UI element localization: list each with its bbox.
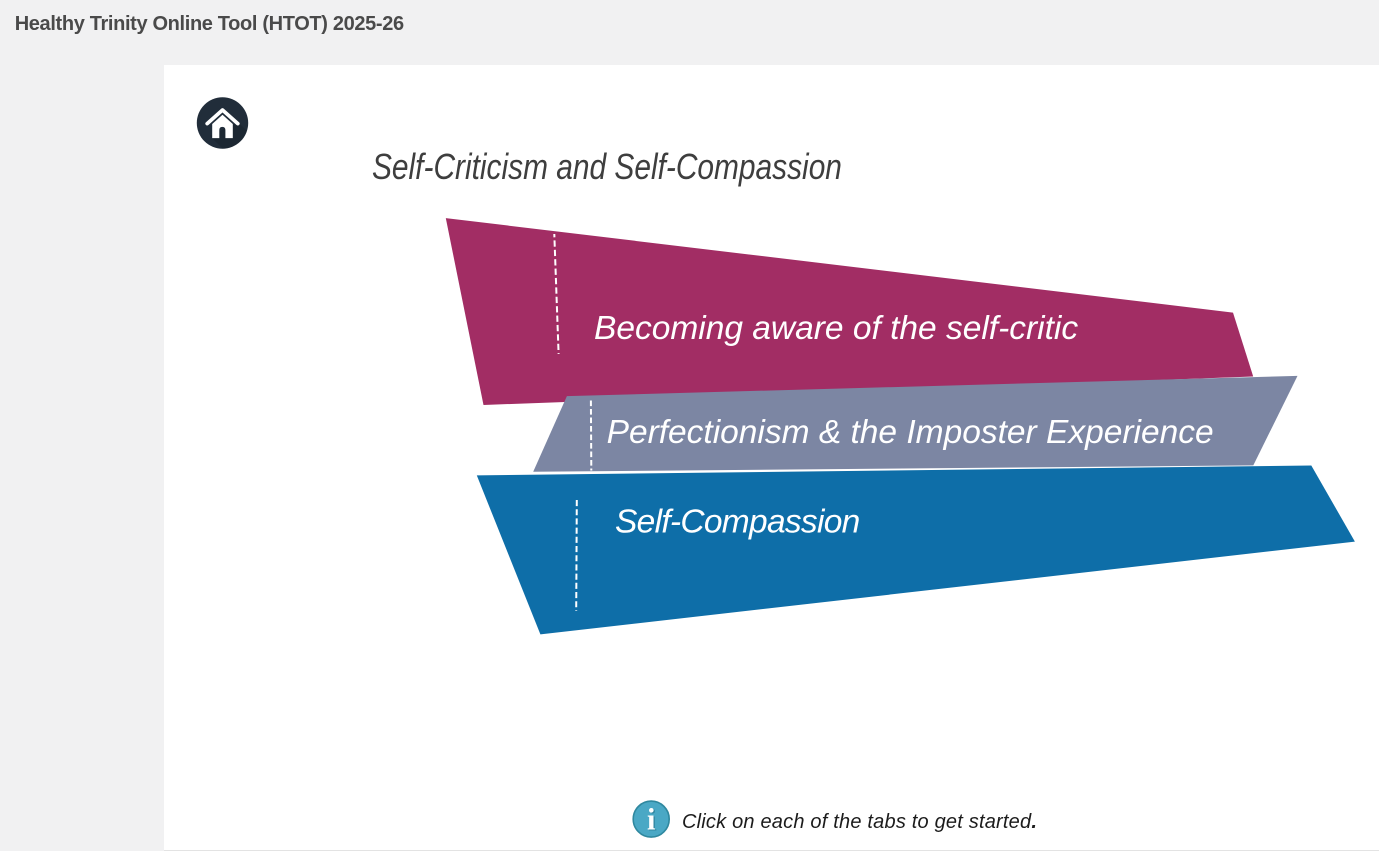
svg-text:Self-Compassion: Self-Compassion xyxy=(615,504,860,541)
svg-text:i: i xyxy=(648,804,657,838)
svg-text:Perfectionism & the Imposter E: Perfectionism & the Imposter Experience xyxy=(607,414,1214,451)
svg-text:i: i xyxy=(647,802,656,836)
svg-text:Becoming aware of the self-cri: Becoming aware of the self-critic xyxy=(594,310,1078,347)
